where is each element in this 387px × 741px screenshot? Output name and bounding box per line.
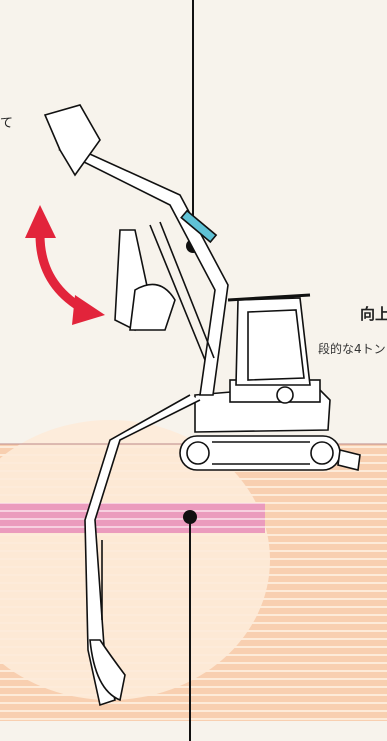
dig-zone — [0, 420, 270, 700]
mini-excavator-illustration — [43, 104, 361, 707]
highlight-band — [0, 503, 265, 533]
feature-note-fragment: 段的な4トン — [318, 342, 386, 356]
curved-double-arrow-icon — [25, 205, 105, 325]
headline-fragment: て — [0, 116, 14, 131]
bottom-callout-dot — [183, 510, 197, 524]
feature-heading-fragment: 向上 — [360, 305, 387, 323]
